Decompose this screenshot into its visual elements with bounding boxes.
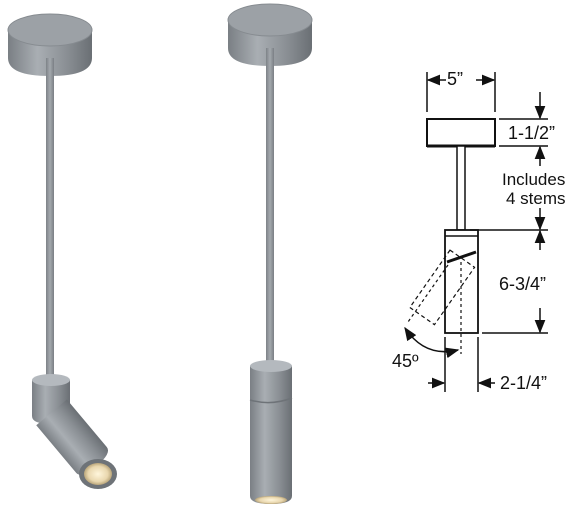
dim-tilt-angle: 45º bbox=[392, 351, 419, 371]
fixture-straight bbox=[227, 3, 313, 504]
head-cylinder-2 bbox=[249, 360, 293, 504]
dim-width-head: 2-1/4” bbox=[500, 373, 548, 393]
stem-note-line1: Includes bbox=[502, 170, 566, 189]
head-tilted-1 bbox=[36, 399, 109, 475]
canopy-2 bbox=[227, 3, 313, 66]
fixture-adjustable bbox=[7, 13, 117, 489]
dim-width-canopy: 5” bbox=[447, 69, 464, 89]
stem-note-line2: 4 stems bbox=[506, 189, 566, 208]
drawing-tilted-head bbox=[409, 249, 476, 326]
dimension-drawing bbox=[404, 72, 548, 392]
drawing-canopy bbox=[426, 118, 496, 147]
stem-2 bbox=[266, 48, 274, 366]
canopy-1 bbox=[7, 13, 93, 76]
dim-height-head: 6-3/4” bbox=[499, 274, 547, 294]
stem-1 bbox=[46, 58, 54, 380]
lens-2 bbox=[255, 496, 287, 504]
dim-height-canopy: 1-1/2” bbox=[508, 123, 556, 143]
drawing-stem bbox=[456, 145, 466, 231]
